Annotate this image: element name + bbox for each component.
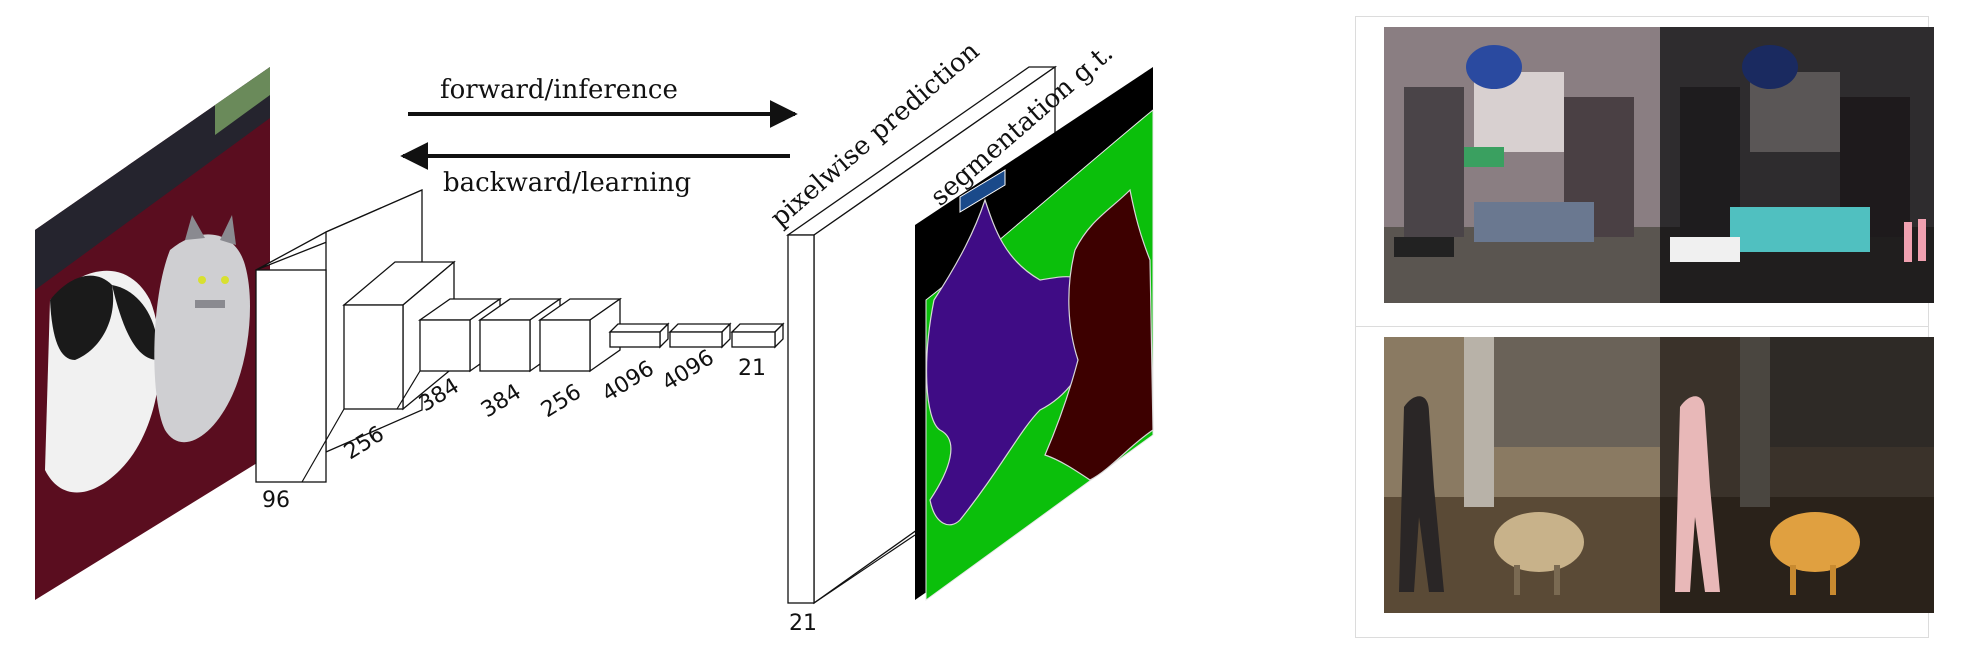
connector-lines [301, 370, 916, 604]
layer-box-8 [730, 322, 785, 349]
input-image [35, 67, 270, 600]
layer-box-5 [537, 297, 623, 373]
street-example-image [1384, 27, 1934, 303]
sheep-segmentation [1660, 337, 1934, 613]
layer-label-5: 256 [537, 380, 586, 423]
example-gallery [1355, 16, 1934, 638]
layer-box-6 [608, 322, 670, 349]
layer-label-4: 384 [477, 380, 526, 423]
layer-label-7: 4096 [658, 345, 719, 396]
layer-label-8: 21 [738, 356, 766, 381]
layer-label-6: 4096 [598, 356, 659, 407]
arrows [400, 100, 798, 170]
sheep-example-image [1384, 337, 1934, 613]
gallery-row-street [1356, 17, 1934, 327]
segmentation-gt-image [915, 67, 1154, 601]
sheep-photo [1384, 337, 1660, 613]
fcn-architecture-diagram: forward/inference backward/learning pixe… [35, 36, 1154, 636]
gallery-row-sheep [1356, 327, 1934, 637]
layer-box-1 [255, 189, 423, 483]
layer-size-labels: 96 256 384 384 256 4096 4096 21 21 [262, 345, 817, 636]
layer-box-7 [668, 322, 732, 349]
forward-label: forward/inference [440, 75, 678, 105]
layer-label-1: 96 [262, 488, 290, 513]
output-depth-label: 21 [789, 611, 817, 636]
backward-label: backward/learning [443, 168, 691, 198]
street-photo [1384, 27, 1660, 303]
street-segmentation [1660, 27, 1934, 303]
